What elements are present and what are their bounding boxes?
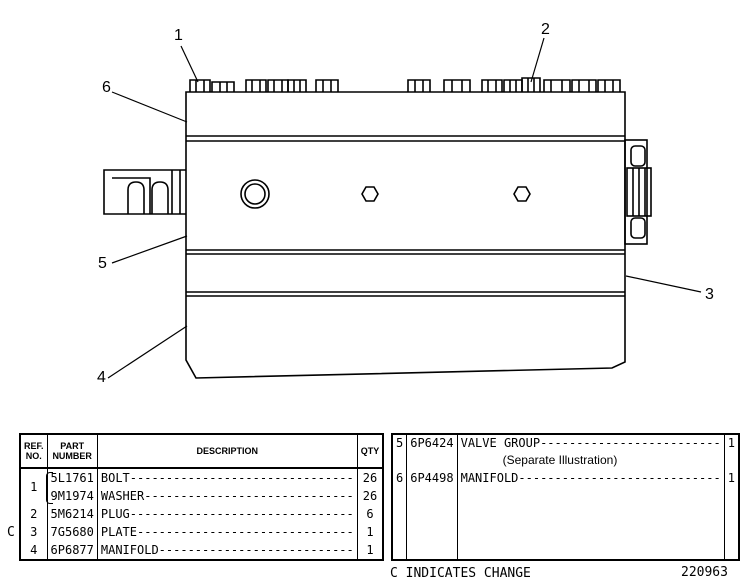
- parts-table-left: REF. NO. PART NUMBER DESCRIPTION QTY 1 5…: [19, 433, 385, 561]
- ref-no: 5: [392, 434, 408, 470]
- part-number: 6P6424: [406, 434, 458, 470]
- part-number: 5M6214: [47, 505, 98, 523]
- qty: 6: [366, 506, 374, 521]
- part-number: 9M1974: [47, 487, 98, 505]
- description: PLUG-------------------------------: [97, 505, 358, 523]
- part-number: 6P4498: [406, 469, 458, 489]
- part-number: 6P6877: [47, 541, 98, 560]
- callout-3: 3: [705, 286, 714, 303]
- table-row: 1 5L1761 BOLT---------------------------…: [20, 468, 383, 505]
- description-sub: (Separate Illustration): [502, 453, 618, 467]
- table-row: 2 5M6214 PLUG---------------------------…: [20, 505, 383, 523]
- ref-no: 6: [392, 469, 408, 489]
- change-note: C INDICATES CHANGE: [390, 566, 531, 581]
- parts-table-right: 5 6P6424 VALVE GROUP--------------------…: [391, 433, 740, 561]
- qty: 1: [366, 542, 374, 557]
- empty-cell: [724, 488, 739, 560]
- illustration-number: 220963: [681, 565, 728, 580]
- callout-1: 1: [174, 27, 183, 44]
- description: VALVE GROUP------------------------- (Se…: [457, 434, 725, 470]
- empty-cell: [406, 488, 458, 560]
- qty: 1: [727, 470, 735, 485]
- description: PLATE------------------------------: [97, 523, 358, 541]
- description: BOLT-------------------------------: [97, 468, 358, 487]
- table-row: 9M1974 WASHER---------------------------…: [20, 487, 383, 505]
- empty-cell: [457, 488, 725, 560]
- qty: 1: [727, 436, 735, 450]
- description: WASHER-----------------------------: [97, 487, 358, 505]
- header-qty: QTY: [357, 434, 384, 469]
- callout-4: 4: [97, 369, 106, 386]
- callout-6: 6: [102, 79, 111, 96]
- manifold-drawing: [103, 37, 702, 379]
- table-row: 4 6P6877 MANIFOLD-----------------------…: [20, 541, 383, 560]
- description: MANIFOLD---------------------------: [97, 541, 358, 560]
- ref-no: 4: [20, 541, 48, 560]
- header-ref: REF. NO.: [20, 434, 48, 469]
- header-part-number: PART NUMBER: [47, 434, 98, 469]
- table-row: 6 6P4498 MANIFOLD-----------------------…: [392, 469, 739, 489]
- part-number: 7G5680: [47, 523, 98, 541]
- header-description: DESCRIPTION: [97, 434, 358, 469]
- callout-2: 2: [541, 21, 550, 38]
- qty: 26: [362, 470, 378, 485]
- qty: 26: [362, 488, 378, 503]
- brace: [45, 472, 53, 504]
- change-mark: C: [7, 525, 15, 540]
- ref-no: 2: [20, 505, 48, 523]
- ref-no: 1: [20, 468, 48, 505]
- part-number: 5L1761: [45, 468, 98, 504]
- table-row: 3 7G5680 PLATE--------------------------…: [20, 523, 383, 541]
- ref-no: 3: [20, 523, 48, 541]
- description: MANIFOLD----------------------------: [457, 469, 725, 489]
- callout-5: 5: [98, 255, 107, 272]
- table-row: 5 6P6424 VALVE GROUP--------------------…: [392, 434, 739, 470]
- description-main: VALVE GROUP-------------------------: [460, 436, 721, 450]
- table-row-empty: [392, 488, 739, 560]
- qty: 1: [366, 524, 374, 539]
- empty-cell: [392, 488, 408, 560]
